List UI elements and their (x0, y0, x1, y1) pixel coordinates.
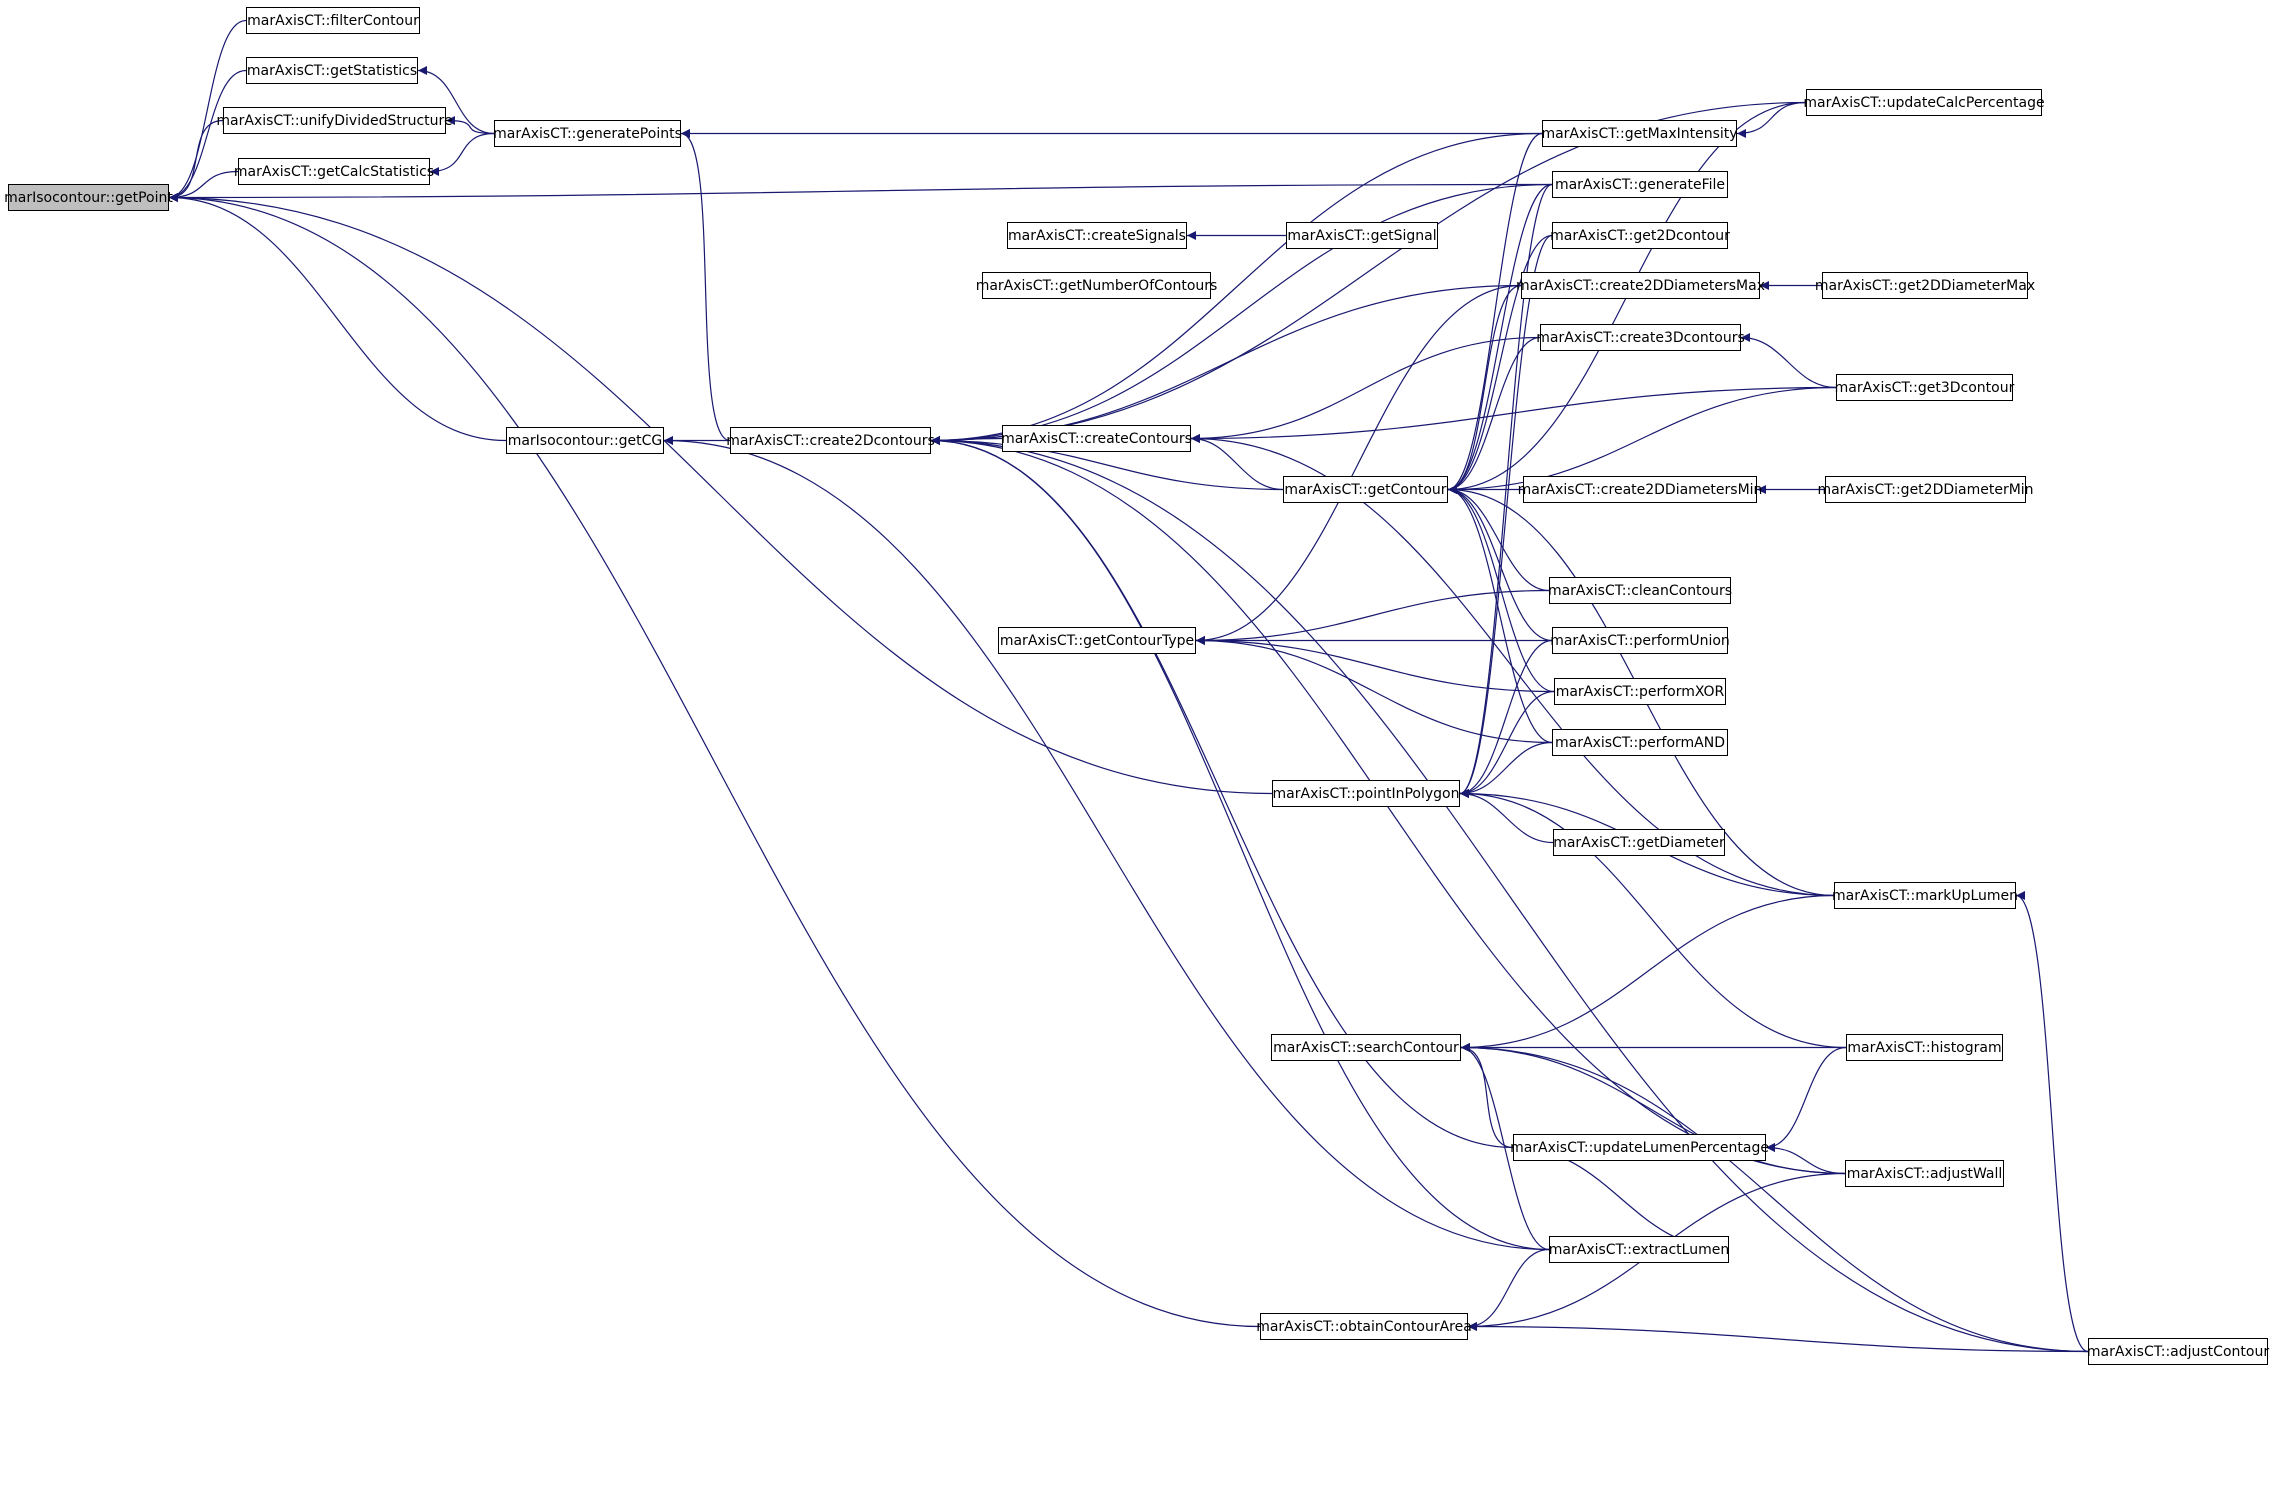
edge-create3Dcontours-to-createContours (1190, 336, 1541, 443)
edge-create3Dcontours-to-getContour (1447, 336, 1541, 494)
node-extractLumen[interactable]: marAxisCT::extractLumen (1549, 1236, 1729, 1263)
edge-getStatistics-to-getPoint (168, 69, 247, 202)
edge-updateLumenPercentage-to-searchContour (1460, 1043, 1514, 1149)
edge-getCalcStatistics-to-getPoint (168, 170, 239, 202)
edge-markUpLumen-to-searchContour (1460, 894, 1835, 1052)
edge-adjustContour-to-searchContour (1460, 1043, 2089, 1353)
edge-get2Dcontour-to-getContour (1447, 234, 1553, 494)
edge-generatePoints-to-unifyDividedStructure (445, 116, 495, 135)
node-createContours[interactable]: marAxisCT::createContours (1001, 425, 1192, 452)
edge-generateFile-to-pointInPolygon (1459, 183, 1553, 798)
edge-histogram-to-updateLumenPercentage (1765, 1046, 1847, 1152)
edge-unifyDividedStructure-to-getPoint (168, 119, 224, 202)
edge-adjustContour-to-markUpLumen (2015, 891, 2089, 1353)
edge-getMaxIntensity-to-create2Dcontours (930, 132, 1543, 445)
edge-extractLumen-to-create2Dcontours (930, 436, 1550, 1251)
edge-cleanContours-to-getContour (1447, 485, 1550, 592)
edge-obtainContourArea-to-getPoint (168, 193, 1261, 1328)
node-create3Dcontours[interactable]: marAxisCT::create3Dcontours (1536, 324, 1745, 351)
edge-create2DDiametersMax-to-getContourType (1195, 284, 1522, 645)
edge-filterContour-to-getPoint (168, 19, 247, 202)
node-getSignal[interactable]: marAxisCT::getSignal (1286, 222, 1438, 249)
node-create2DDiametersMax[interactable]: marAxisCT::create2DDiametersMax (1516, 272, 1765, 299)
edge-performAND-to-getContour (1447, 485, 1553, 744)
node-searchContour[interactable]: marAxisCT::searchContour (1271, 1034, 1461, 1061)
edge-create2Dcontours-to-generatePoints (680, 129, 731, 442)
node-createSignals[interactable]: marAxisCT::createSignals (1007, 222, 1187, 249)
edge-generatePoints-to-getCalcStatistics (429, 132, 495, 176)
node-getContourType[interactable]: marAxisCT::getContourType (998, 627, 1196, 654)
edge-generatePoints-to-getStatistics (417, 66, 495, 135)
node-histogram[interactable]: marAxisCT::histogram (1846, 1034, 2003, 1061)
edge-adjustWall-to-updateLumenPercentage (1765, 1143, 1846, 1175)
node-getContour[interactable]: marAxisCT::getContour (1283, 476, 1448, 503)
edge-performUnion-to-pointInPolygon (1459, 639, 1553, 798)
node-create2DDiametersMin[interactable]: marAxisCT::create2DDiametersMin (1518, 476, 1762, 503)
edge-create2DDiametersMax-to-getContour (1447, 284, 1522, 494)
edge-updateLumenPercentage-to-extractLumen (1512, 1146, 1730, 1254)
node-adjustWall[interactable]: marAxisCT::adjustWall (1845, 1160, 2004, 1187)
node-getDiameter[interactable]: marAxisCT::getDiameter (1553, 829, 1725, 856)
edge-adjustContour-to-obtainContourArea (1467, 1322, 2089, 1353)
edge-get3Dcontour-to-createContours (1190, 386, 1837, 443)
edge-get2Dcontour-to-pointInPolygon (1459, 234, 1553, 798)
node-generateFile[interactable]: marAxisCT::generateFile (1552, 171, 1728, 198)
node-getStatistics[interactable]: marAxisCT::getStatistics (246, 57, 418, 84)
edge-extractLumen-to-searchContour (1460, 1043, 1550, 1251)
node-create2Dcontours[interactable]: marAxisCT::create2Dcontours (726, 427, 935, 454)
edge-performXOR-to-getContourType (1195, 636, 1555, 693)
edge-get3Dcontour-to-create3Dcontours (1740, 333, 1837, 389)
node-cleanContours[interactable]: marAxisCT::cleanContours (1548, 577, 1732, 604)
edge-cleanContours-to-getContourType (1195, 589, 1550, 645)
edge-getContour-to-createContours (1190, 434, 1284, 491)
edge-performAND-to-getContourType (1195, 636, 1553, 744)
node-get2DDiameterMax[interactable]: marAxisCT::get2DDiameterMax (1815, 272, 2035, 299)
node-getPoint[interactable]: marIsocontour::getPoint (4, 184, 173, 211)
edge-generateFile-to-getPoint (168, 183, 1553, 202)
node-filterContour[interactable]: marAxisCT::filterContour (246, 7, 420, 34)
node-generatePoints[interactable]: marAxisCT::generatePoints (493, 120, 682, 147)
node-updateCalcPercentage[interactable]: marAxisCT::updateCalcPercentage (1803, 89, 2045, 116)
edge-updateCalcPercentage-to-getMaxIntensity (1736, 101, 1807, 138)
node-performUnion[interactable]: marAxisCT::performUnion (1550, 627, 1730, 654)
node-markUpLumen[interactable]: marAxisCT::markUpLumen (1832, 882, 2018, 909)
node-pointInPolygon[interactable]: marAxisCT::pointInPolygon (1272, 780, 1460, 807)
node-getCalcStatistics[interactable]: marAxisCT::getCalcStatistics (234, 158, 434, 185)
edge-adjustContour-to-create2Dcontours (930, 436, 2089, 1353)
edge-performXOR-to-getContour (1447, 485, 1555, 693)
edge-adjustWall-to-searchContour (1460, 1043, 1846, 1175)
edge-getMaxIntensity-to-getContour (1447, 132, 1543, 494)
node-get2DDiameterMin[interactable]: marAxisCT::get2DDiameterMin (1817, 476, 2034, 503)
edge-extractLumen-to-obtainContourArea (1467, 1248, 1550, 1331)
node-get3Dcontour[interactable]: marAxisCT::get3Dcontour (1835, 374, 2014, 401)
edge-getDiameter-to-pointInPolygon (1459, 789, 1554, 844)
node-obtainContourArea[interactable]: marAxisCT::obtainContourArea (1256, 1313, 1472, 1340)
edge-extractLumen-to-getCG (663, 436, 1550, 1251)
edge-getContour-to-create2Dcontours (930, 436, 1284, 491)
node-getCG[interactable]: marIsocontour::getCG (506, 427, 664, 454)
node-performXOR[interactable]: marAxisCT::performXOR (1554, 678, 1726, 705)
node-get2Dcontour[interactable]: marAxisCT::get2Dcontour (1550, 222, 1730, 249)
node-updateLumenPercentage[interactable]: marAxisCT::updateLumenPercentage (1510, 1134, 1769, 1161)
node-performAND[interactable]: marAxisCT::performAND (1552, 729, 1728, 756)
node-adjustContour[interactable]: marAxisCT::adjustContour (2087, 1338, 2269, 1365)
node-getMaxIntensity[interactable]: marAxisCT::getMaxIntensity (1541, 120, 1738, 147)
edge-get3Dcontour-to-getContour (1447, 386, 1837, 494)
edge-getCG-to-getPoint (168, 193, 507, 442)
node-getNumberOfContours[interactable]: marAxisCT::getNumberOfContours (976, 272, 1217, 299)
edge-performAND-to-pointInPolygon (1459, 741, 1553, 798)
node-unifyDividedStructure[interactable]: marAxisCT::unifyDividedStructure (216, 107, 453, 134)
edge-performXOR-to-pointInPolygon (1459, 690, 1555, 798)
edge-pointInPolygon-to-getPoint (168, 193, 1273, 795)
edge-adjustWall-to-create2Dcontours (930, 436, 1846, 1175)
edge-histogram-to-pointInPolygon (1459, 789, 1847, 1049)
edge-create2DDiametersMax-to-create2Dcontours (930, 284, 1522, 445)
